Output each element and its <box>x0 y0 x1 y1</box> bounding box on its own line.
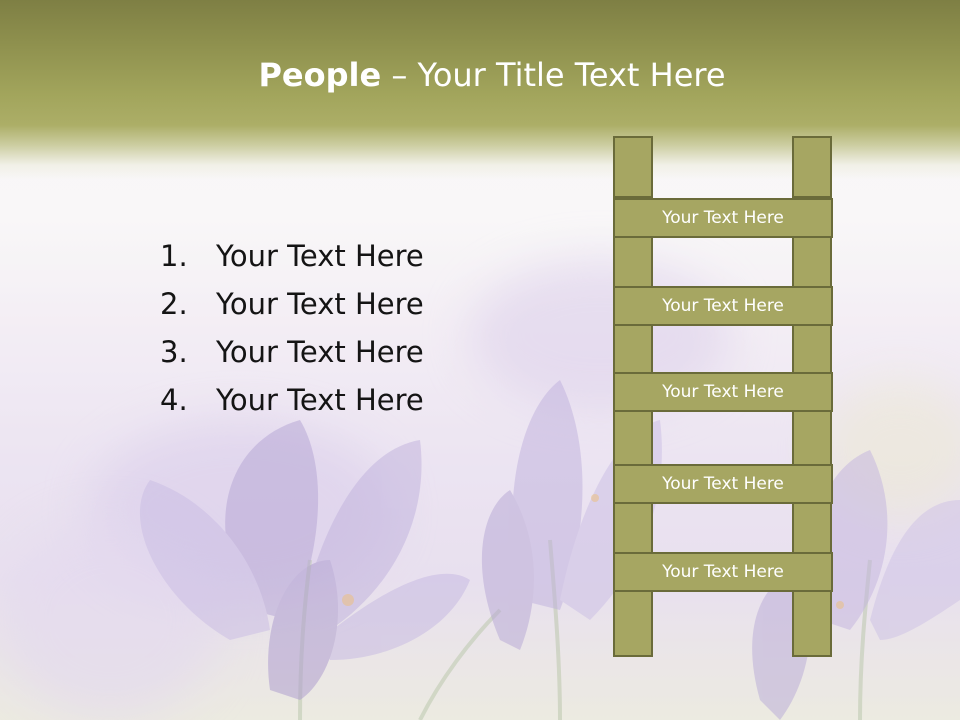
ladder-rung: Your Text Here <box>613 286 833 326</box>
list-text: Your Text Here <box>216 383 424 417</box>
list-number: 4. <box>160 383 188 417</box>
ladder-rail-left <box>613 410 653 466</box>
rung-text: Your Text Here <box>662 562 784 582</box>
slide-title: People – Your Title Text Here <box>0 50 960 100</box>
list-number: 1. <box>160 239 188 273</box>
ladder-rung: Your Text Here <box>613 552 833 592</box>
list-item: 2. Your Text Here <box>160 280 424 328</box>
list-item: 3. Your Text Here <box>160 328 424 376</box>
ladder-rail-right <box>792 410 832 466</box>
rung-text: Your Text Here <box>662 474 784 494</box>
ladder-rail-left <box>613 236 653 288</box>
title-bold: People <box>258 56 382 94</box>
list-item: 4. Your Text Here <box>160 376 424 424</box>
ladder-rail-right <box>792 590 832 657</box>
ladder-rail-left <box>613 590 653 657</box>
ladder-rail-left <box>613 136 653 198</box>
list-number: 2. <box>160 287 188 321</box>
ladder-rail-right <box>792 502 832 554</box>
ladder-rung: Your Text Here <box>613 372 833 412</box>
ladder-rail-right <box>792 136 832 198</box>
title-rest: – Your Title Text Here <box>381 56 726 94</box>
rung-text: Your Text Here <box>662 382 784 402</box>
numbered-list: 1. Your Text Here 2. Your Text Here 3. Y… <box>160 232 424 424</box>
ladder-rail-left <box>613 324 653 374</box>
ladder-rail-right <box>792 324 832 374</box>
ladder-rung: Your Text Here <box>613 198 833 238</box>
list-text: Your Text Here <box>216 335 424 369</box>
list-item: 1. Your Text Here <box>160 232 424 280</box>
list-text: Your Text Here <box>216 239 424 273</box>
rung-text: Your Text Here <box>662 296 784 316</box>
rung-text: Your Text Here <box>662 208 784 228</box>
ladder-rung: Your Text Here <box>613 464 833 504</box>
list-text: Your Text Here <box>216 287 424 321</box>
list-number: 3. <box>160 335 188 369</box>
ladder-rail-left <box>613 502 653 554</box>
ladder-rail-right <box>792 236 832 288</box>
